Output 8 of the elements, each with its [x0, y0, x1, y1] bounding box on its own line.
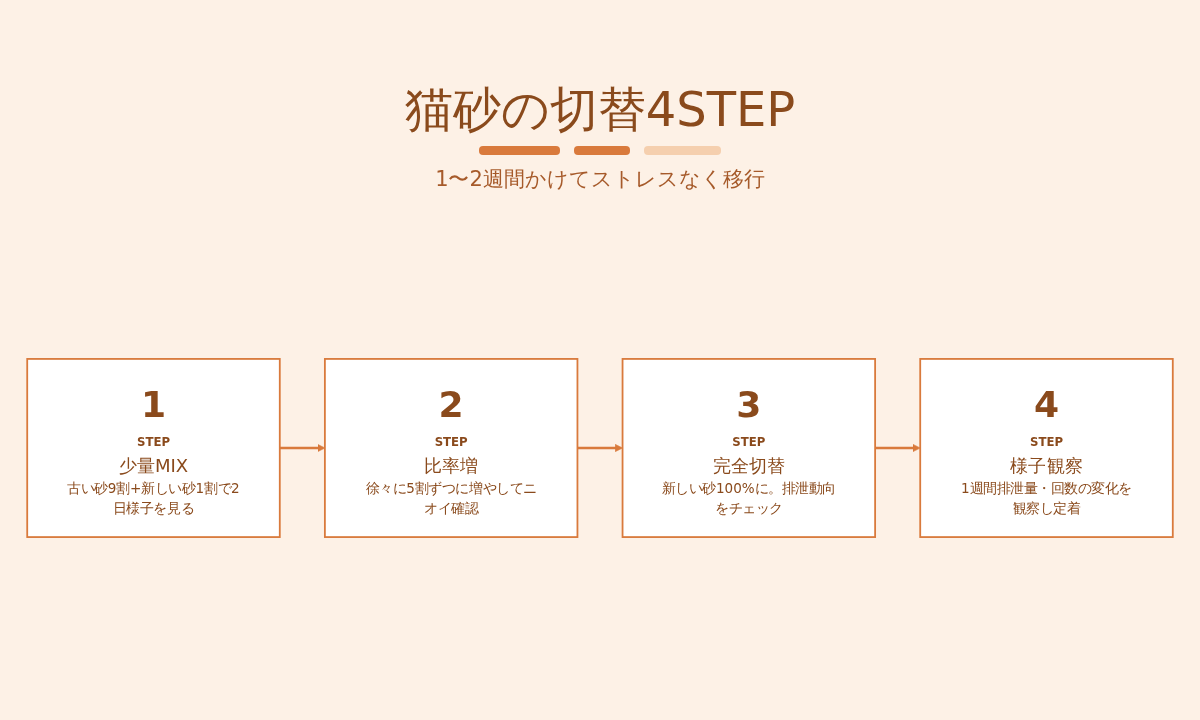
node-box: 3 STEP 完全切替 新しい砂100%に。排泄動向をチェック — [621, 358, 876, 538]
arrow — [875, 444, 921, 452]
arrow — [577, 444, 623, 452]
title: 猫砂の切替4STEP — [403, 80, 797, 139]
node-box: 2 STEP 比率増 徐々に5割ずつに増やしてニオイ確認 — [324, 358, 579, 538]
subtitle: 1〜2週間かけてストレスなく移行 — [434, 166, 766, 193]
node-box: 1 STEP 少量MIX 古い砂9割+新しい砂1割で2日様子を見る — [26, 358, 281, 538]
node-box: 4 STEP 様子観察 1週間排泄量・回数の変化を観察し定着 — [919, 358, 1174, 538]
